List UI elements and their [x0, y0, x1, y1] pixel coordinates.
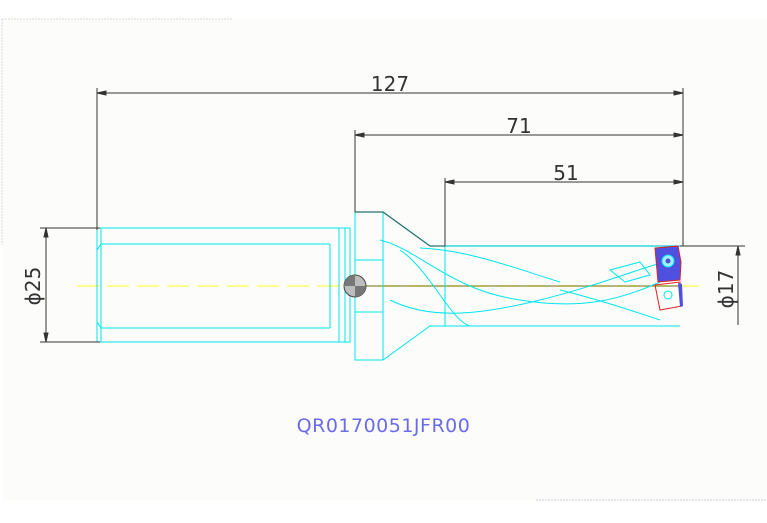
drill-shank	[96, 227, 351, 343]
coolant-hole-symbol	[343, 274, 367, 298]
dim-body-length: 71	[506, 114, 531, 138]
cutting-insert-top	[654, 245, 682, 283]
part-number-label: QR0170051JFR00	[296, 415, 471, 437]
dim-shank-diameter: ϕ25	[21, 267, 45, 306]
drill-flute-body	[379, 239, 680, 327]
cutting-insert-bottom	[654, 281, 683, 311]
sheet-background	[2, 19, 767, 500]
dimension-lines	[40, 88, 745, 343]
dim-overall-length: 127	[371, 72, 409, 96]
dim-flute-length: 51	[553, 161, 578, 185]
dim-drill-diameter: ϕ17	[714, 270, 738, 309]
